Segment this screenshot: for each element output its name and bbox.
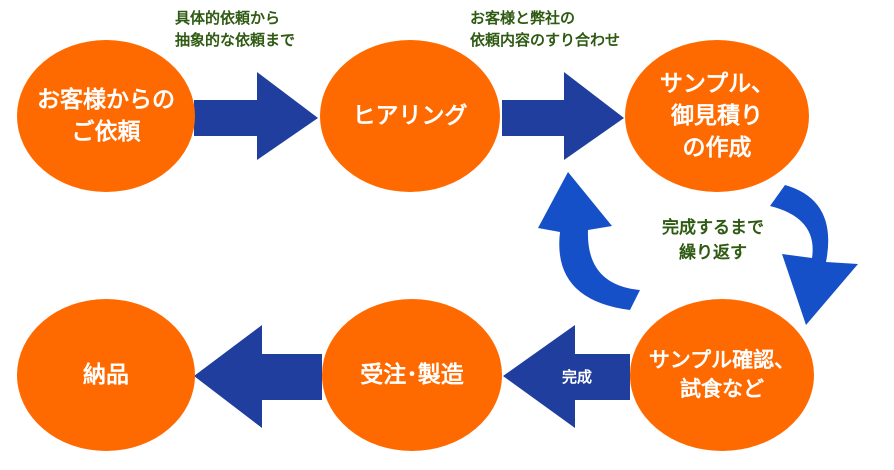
node-hearing-label: ヒアリング — [352, 102, 468, 129]
node-request: お客様からの ご依頼 — [17, 40, 195, 192]
arrow-production-to-delivery — [194, 325, 322, 428]
node-production-label: 受注･製造 — [360, 361, 464, 388]
node-delivery: 納品 — [17, 299, 195, 451]
label-request-to-hearing: 具体的依頼から 抽象的な依頼まで — [175, 9, 296, 49]
node-delivery-label: 納品 — [83, 361, 129, 388]
node-sample-check: サンプル確認、 試食など — [630, 299, 814, 451]
cycle-arrow-up — [538, 172, 640, 310]
arrow-hearing-to-sample — [502, 72, 624, 160]
arrow-sample-check-to-production — [503, 325, 630, 428]
node-request-label: お客様からの ご依頼 — [37, 86, 175, 145]
node-production: 受注･製造 — [322, 299, 502, 451]
node-sample-quote-label: サンプル、 御見積り の作成 — [659, 70, 775, 162]
arrow-request-to-hearing — [194, 72, 318, 160]
cycle-arrow-down — [770, 185, 858, 325]
label-hearing-to-sample: お客様と弊社の 依頼内容のすり合わせ — [470, 9, 621, 49]
node-sample-quote: サンプル、 御見積り の作成 — [625, 40, 809, 192]
label-repeat: 完成するまで 繰り返す — [662, 218, 764, 263]
node-sample-check-label: サンプル確認、 試食など — [648, 347, 796, 401]
label-complete: 完成 — [562, 368, 593, 386]
node-hearing: ヒアリング — [320, 40, 500, 192]
